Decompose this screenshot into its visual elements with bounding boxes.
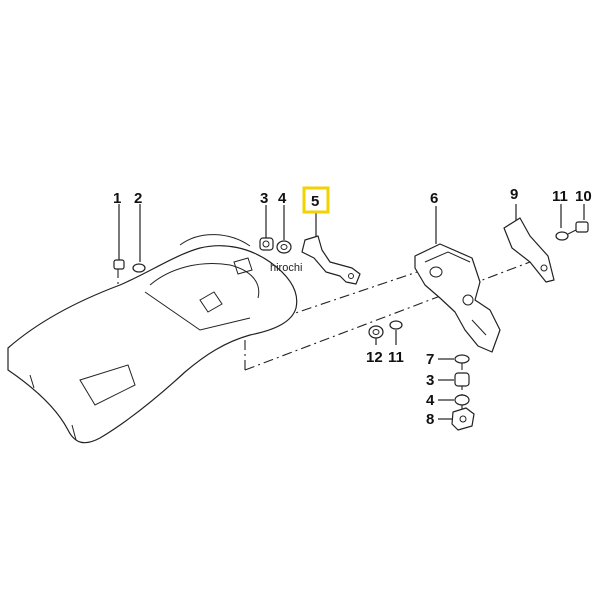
callout-10: 10 <box>575 188 592 205</box>
washer-part-11-lower <box>389 320 403 345</box>
washer-part-11-upper <box>555 204 569 241</box>
callout-6: 6 <box>430 190 438 207</box>
callout-1: 1 <box>113 190 121 207</box>
nut-part-3-upper <box>259 205 274 251</box>
watermark-text: hirochi <box>270 262 302 274</box>
bracket-part-5 <box>301 212 361 285</box>
callout-9: 9 <box>510 186 518 203</box>
callout-labels: 1 2 3 4 5 6 9 11 10 12 11 7 3 4 8 <box>113 186 592 428</box>
bracket-part-6 <box>414 206 501 353</box>
callout-11-lower: 11 <box>388 349 404 366</box>
callout-3-upper: 3 <box>260 190 268 207</box>
clip-nut-part-8 <box>438 407 475 431</box>
callout-4-upper: 4 <box>278 190 287 207</box>
callout-4-lower: 4 <box>426 392 435 409</box>
callout-11-upper: 11 <box>552 188 568 205</box>
fender-cutout <box>79 364 136 406</box>
callout-2: 2 <box>134 190 142 207</box>
plate-part-9 <box>503 204 555 283</box>
bolt-part-10 <box>567 204 589 235</box>
grommet-part-4-lower <box>438 394 470 406</box>
washer-part-7 <box>438 354 470 364</box>
highlight-box-part-5 <box>302 186 330 214</box>
fender-body <box>7 245 298 444</box>
rear-fender <box>7 234 298 444</box>
grommet-part-4-upper <box>276 205 292 254</box>
bolt-part-1 <box>113 204 125 270</box>
nut-part-3-lower <box>438 372 470 387</box>
callout-3-lower: 3 <box>426 372 434 389</box>
nut-part-12 <box>368 325 384 345</box>
callout-7: 7 <box>426 351 434 368</box>
washer-part-2 <box>132 204 146 273</box>
callout-5: 5 <box>311 193 319 210</box>
callout-8: 8 <box>426 411 434 428</box>
callout-12: 12 <box>366 349 383 366</box>
